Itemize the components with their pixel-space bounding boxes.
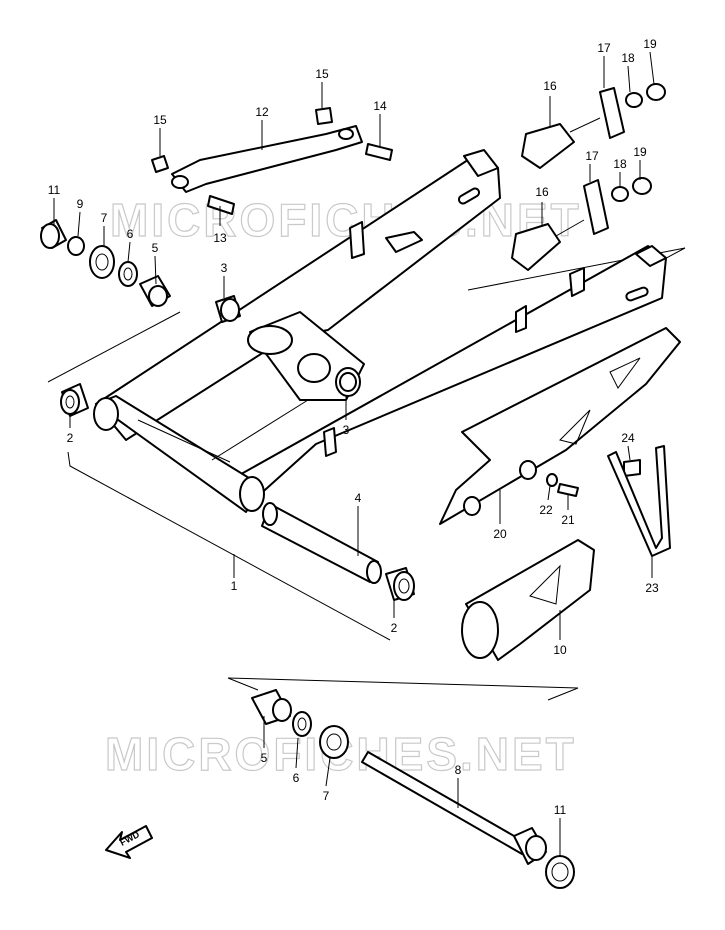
assembly-guide-lines	[47, 247, 686, 701]
bearing-left	[60, 383, 89, 417]
callout-11: 11	[554, 803, 567, 817]
callout-24: 24	[621, 431, 635, 445]
axle-nut	[545, 855, 575, 889]
callout-3: 3	[343, 423, 350, 437]
chain-cover	[439, 327, 681, 525]
callout-15: 15	[153, 113, 167, 127]
watermark-top: MICROFICHES.NET	[110, 194, 582, 246]
callout-22: 22	[539, 503, 553, 517]
callout-6: 6	[127, 227, 134, 241]
callout-19: 19	[633, 145, 647, 159]
callout-6: 6	[293, 771, 300, 785]
callout-5: 5	[152, 241, 159, 255]
callout-17: 17	[585, 149, 599, 163]
callout-7: 7	[323, 789, 330, 803]
left-side-hardware	[40, 219, 171, 307]
callout-4: 4	[355, 491, 362, 505]
callout-19: 19	[643, 37, 657, 51]
swingarm	[93, 149, 667, 513]
callout-18: 18	[613, 157, 627, 171]
chain-adjuster-lower	[511, 177, 652, 271]
bushing-upper	[215, 295, 241, 323]
small-bolts	[546, 459, 641, 497]
callout-5: 5	[261, 751, 268, 765]
callout-23: 23	[645, 581, 659, 595]
callout-7: 7	[101, 211, 108, 225]
callout-10: 10	[553, 643, 567, 657]
callout-16: 16	[543, 79, 557, 93]
pivot-sleeve	[261, 502, 382, 584]
torque-link	[151, 107, 393, 215]
callout-11: 11	[48, 183, 61, 197]
callouts: 1 2 2 3 3 4 5 5 6 6 7 7 8 9 10 11 11 12 …	[48, 37, 659, 817]
callout-3: 3	[221, 261, 228, 275]
chain-guide	[461, 539, 595, 661]
callout-20: 20	[493, 527, 507, 541]
callout-8: 8	[455, 763, 462, 777]
callout-21: 21	[561, 513, 575, 527]
chain-adjuster-upper	[521, 83, 666, 169]
callout-2: 2	[391, 621, 398, 635]
pivot-axle	[361, 751, 547, 865]
callout-14: 14	[373, 99, 387, 113]
bushing-lower	[339, 372, 357, 392]
callout-17: 17	[597, 41, 611, 55]
callout-16: 16	[535, 185, 549, 199]
bearing-right	[385, 567, 415, 601]
callout-18: 18	[621, 51, 635, 65]
callout-1: 1	[231, 579, 238, 593]
fwd-arrow: FWD	[105, 825, 153, 859]
callout-2: 2	[67, 431, 74, 445]
leader-lines	[53, 51, 655, 856]
callout-9: 9	[77, 197, 84, 211]
right-side-hardware	[251, 689, 349, 759]
bracket	[607, 445, 671, 557]
callout-15: 15	[315, 67, 329, 81]
callout-13: 13	[213, 231, 227, 245]
callout-12: 12	[255, 105, 269, 119]
